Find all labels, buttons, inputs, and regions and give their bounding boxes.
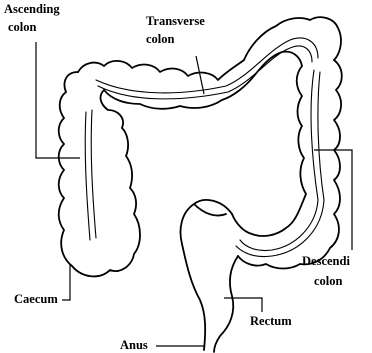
leader-rectum	[224, 298, 262, 312]
transverse-colon-bottom-wall	[104, 52, 302, 109]
descending-colon-inner-wall	[232, 66, 306, 236]
label-ascending-colon-line2: colon	[8, 20, 36, 34]
label-rectum: Rectum	[250, 314, 292, 328]
rectum-inner-wall	[214, 256, 238, 352]
label-anus: Anus	[120, 338, 148, 352]
label-transverse-colon-line2: colon	[146, 32, 174, 46]
label-ascending-colon-line1: Ascending	[4, 2, 60, 16]
ascending-lumen-line-b	[91, 110, 96, 238]
label-descending-colon-line2: colon	[314, 274, 342, 288]
rectum-outer-wall	[181, 200, 233, 350]
label-descending-colon-line1: Descendi	[302, 254, 350, 268]
leader-ascending-colon	[36, 42, 80, 158]
transverse-colon-top-wall	[78, 17, 341, 80]
leader-caecum	[62, 264, 70, 300]
descending-colon-outer-wall	[238, 60, 342, 269]
descending-lumen-line-a	[240, 70, 318, 251]
leader-transverse-colon	[196, 56, 204, 94]
sigmoid-fold	[194, 204, 226, 216]
ascending-colon-inner-wall	[101, 90, 124, 128]
label-caecum: Caecum	[14, 292, 58, 306]
label-transverse-colon-line1: Transverse	[146, 14, 205, 28]
ascending-lumen-line-a	[85, 112, 90, 240]
